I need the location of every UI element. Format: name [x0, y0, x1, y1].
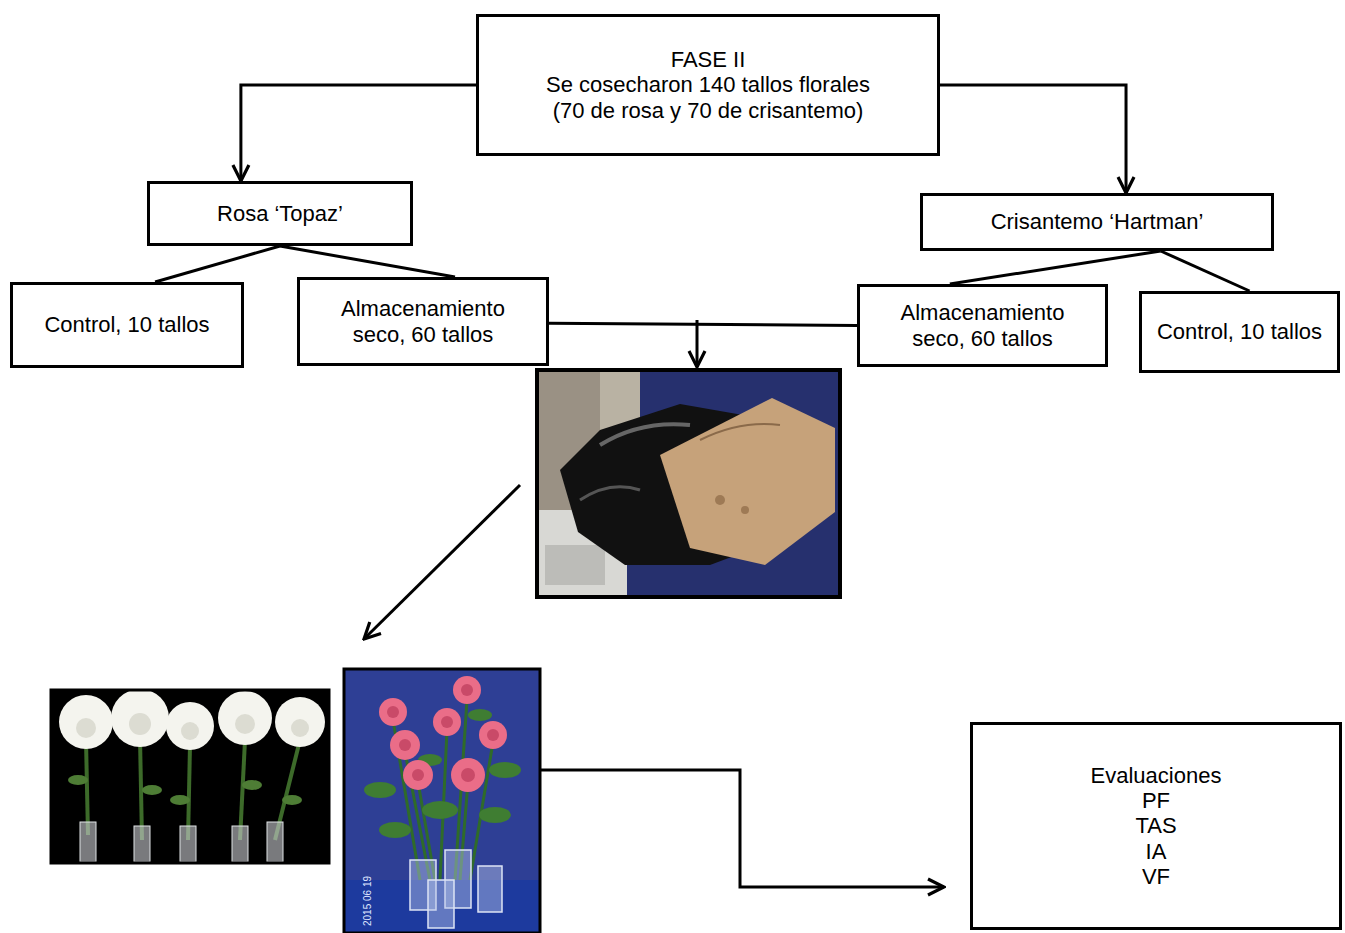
connector — [280, 246, 455, 277]
treatment-box: Control, 10 tallos — [1139, 291, 1340, 373]
box-text: Rosa ‘Topaz’ — [217, 201, 343, 226]
box-text: VF — [1091, 864, 1222, 889]
box-text: Control, 10 tallos — [44, 312, 209, 337]
date-stamp: 2015 06 19 — [362, 869, 374, 933]
box-text: FASE II — [543, 47, 873, 72]
down-arrow — [696, 320, 699, 367]
phase-box: FASE IISe cosecharon 140 tallos florales… — [476, 14, 940, 156]
treatment-box: Control, 10 tallos — [10, 282, 244, 368]
box-text: TAS — [1091, 813, 1222, 838]
chrysanthemum-photo — [51, 689, 329, 863]
connector — [241, 85, 476, 181]
connector — [940, 85, 1126, 193]
box-text: PF — [1091, 788, 1222, 813]
box-text: Control, 10 tallos — [1157, 319, 1322, 344]
box-text: Evaluaciones — [1091, 763, 1222, 788]
rose-photo — [344, 669, 540, 933]
connector — [549, 323, 857, 325]
variety-box: Rosa ‘Topaz’ — [147, 181, 413, 246]
treatment-box: Almacenamiento seco, 60 tallos — [857, 284, 1108, 367]
connector — [950, 251, 1161, 284]
box-text: IA — [1091, 839, 1222, 864]
box-text: Se cosecharon 140 tallos florales (70 de… — [543, 72, 873, 123]
variety-box: Crisantemo ‘Hartman’ — [920, 193, 1274, 251]
treatment-box: Almacenamiento seco, 60 tallos — [297, 277, 549, 366]
box-text: Almacenamiento seco, 60 tallos — [313, 296, 533, 347]
box-text: Crisantemo ‘Hartman’ — [991, 209, 1204, 234]
storage-photo — [537, 370, 840, 597]
diagonal-arrow — [364, 485, 520, 639]
connector — [155, 246, 280, 282]
box-text: Almacenamiento seco, 60 tallos — [873, 300, 1093, 351]
elbow-arrow — [540, 770, 944, 887]
evaluation-box: EvaluacionesPFTASIAVF — [970, 722, 1342, 930]
connector — [1161, 251, 1250, 291]
